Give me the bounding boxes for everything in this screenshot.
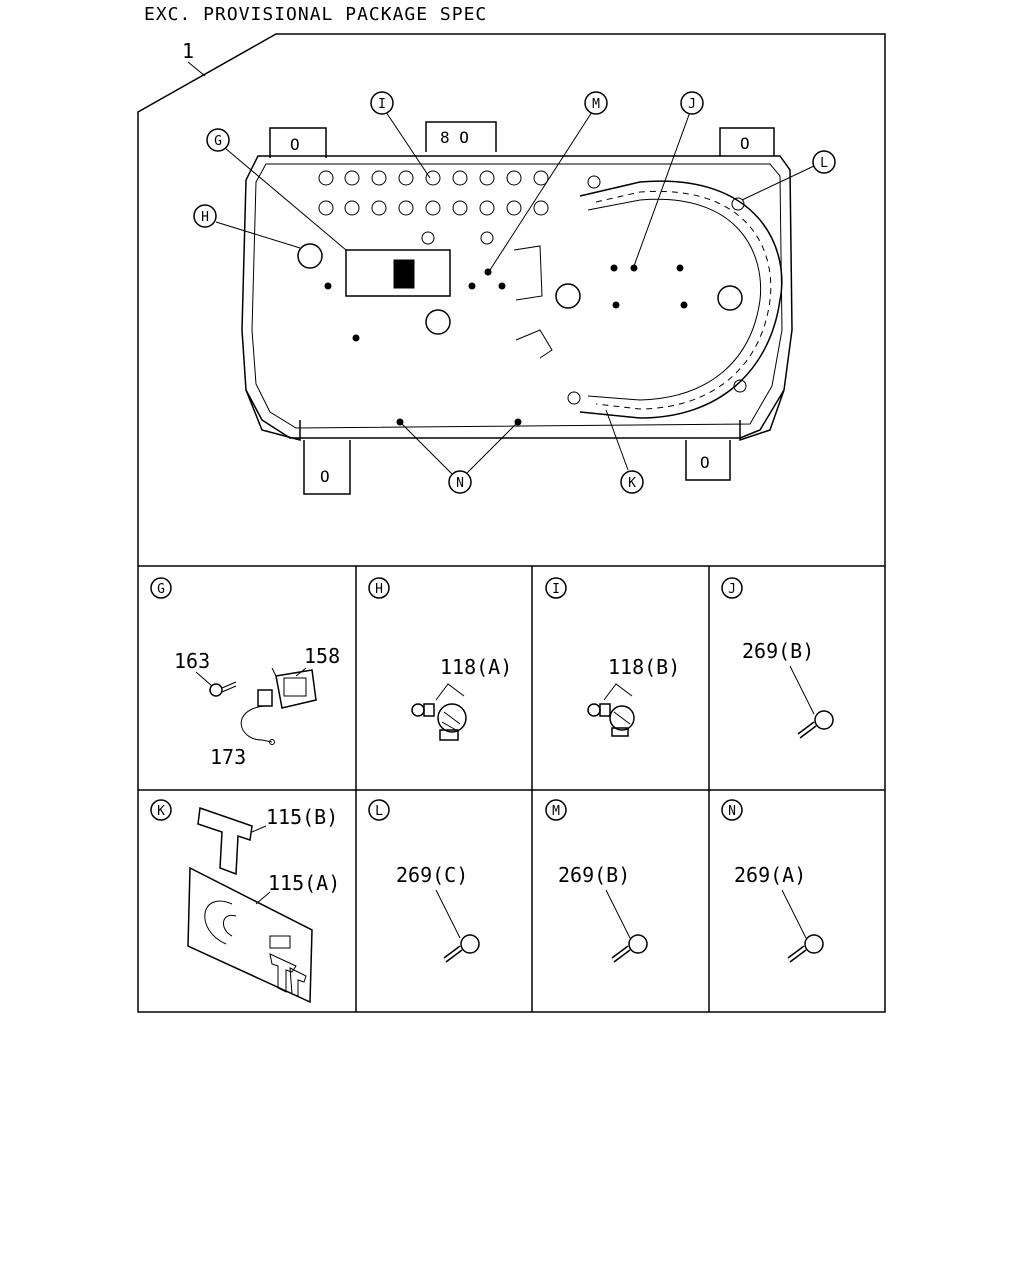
svg-text:K: K [628, 476, 636, 491]
top-tab-right [719, 127, 775, 156]
svg-text:K: K [157, 804, 165, 819]
bottom-tab-right [685, 440, 731, 481]
detail-i: I 118(B) [545, 577, 680, 737]
svg-text:I: I [378, 97, 386, 112]
svg-text:H: H [375, 582, 383, 597]
screw-hole-l [731, 197, 745, 211]
socket-center [425, 309, 451, 335]
callout-leaders [215, 111, 815, 475]
callout-j: J [680, 91, 704, 115]
callout-h: H [193, 204, 217, 228]
part-269b-m: 269(B) [558, 863, 630, 887]
svg-text:J: J [728, 582, 736, 597]
callout-n: N [448, 470, 472, 494]
part-115b: 115(B) [266, 805, 338, 829]
socket-right [717, 285, 743, 311]
svg-text:N: N [728, 804, 736, 819]
callout-k: K [620, 470, 644, 494]
module-g-connector [393, 259, 415, 289]
cluster-housing: O 8 O O [241, 121, 793, 495]
bulb-socket-row-2 [318, 200, 549, 216]
svg-text:H: H [201, 210, 209, 225]
svg-text:M: M [552, 804, 560, 819]
main-frame [137, 33, 886, 1013]
part-118b: 118(B) [608, 655, 680, 679]
detail-m: M 269(B) [545, 799, 648, 963]
callout-m: M [584, 91, 608, 115]
callout-g: G [206, 128, 230, 152]
detail-g: G 163 158 173 [150, 577, 340, 769]
top-tab-center [425, 121, 497, 152]
clip-lower [515, 329, 553, 359]
svg-text:J: J [688, 97, 696, 112]
svg-text:M: M [592, 97, 600, 112]
main-part-number: 1 [182, 39, 194, 63]
part-118a: 118(A) [440, 655, 512, 679]
part-173: 173 [210, 745, 246, 769]
screw-dots [324, 264, 688, 426]
detail-h: H 118(A) [368, 577, 512, 741]
gauge-arc-inner [587, 198, 762, 401]
bulb-socket [421, 231, 435, 245]
module-g [345, 249, 451, 297]
diagram-header: EXC. PROVISIONAL PACKAGE SPEC [144, 4, 488, 25]
bulb-socket-row-1 [318, 170, 549, 186]
part-163: 163 [174, 649, 210, 673]
svg-text:I: I [552, 582, 560, 597]
socket-mid [555, 283, 581, 309]
gauge-arc-outer [579, 180, 783, 419]
bracket-left [245, 389, 301, 441]
svg-text:L: L [375, 804, 383, 819]
bottom-tab-left-mark: O [320, 467, 330, 486]
detail-j: J 269(B) [721, 577, 834, 739]
screw-hole-bottom-right [733, 379, 747, 393]
gauge-arc-dashes [595, 190, 772, 410]
top-tab-center-mark: 8 O [440, 128, 469, 147]
callout-l: L [812, 150, 836, 174]
svg-text:G: G [214, 134, 222, 149]
detail-l: L 269(C) [368, 799, 480, 963]
top-tab-left [269, 127, 327, 158]
bracket-right [739, 389, 785, 442]
part-269c: 269(C) [396, 863, 468, 887]
callout-i: I [370, 91, 394, 115]
bulb-socket [480, 231, 494, 245]
svg-text:G: G [157, 582, 165, 597]
detail-k: K 115(B) 115(A) [150, 799, 340, 1004]
clip-upper [513, 245, 543, 301]
housing-outline [241, 155, 793, 439]
detail-n: N 269(A) [721, 799, 824, 963]
part-158: 158 [304, 644, 340, 668]
top-tab-left-mark: O [290, 135, 300, 154]
screw-hole-top [587, 175, 601, 189]
part-269b-j: 269(B) [742, 639, 814, 663]
housing-inner-edge [251, 163, 783, 429]
bottom-tab-right-mark: O [700, 453, 710, 472]
bottom-tab-left [303, 440, 351, 495]
screw-hole-bottom-left [567, 391, 581, 405]
part-115a: 115(A) [268, 871, 340, 895]
main-part-leader [187, 61, 206, 77]
part-269a: 269(A) [734, 863, 806, 887]
top-tab-right-mark: O [740, 134, 750, 153]
socket-h [297, 243, 323, 269]
svg-text:L: L [820, 156, 828, 171]
svg-text:N: N [456, 476, 464, 491]
